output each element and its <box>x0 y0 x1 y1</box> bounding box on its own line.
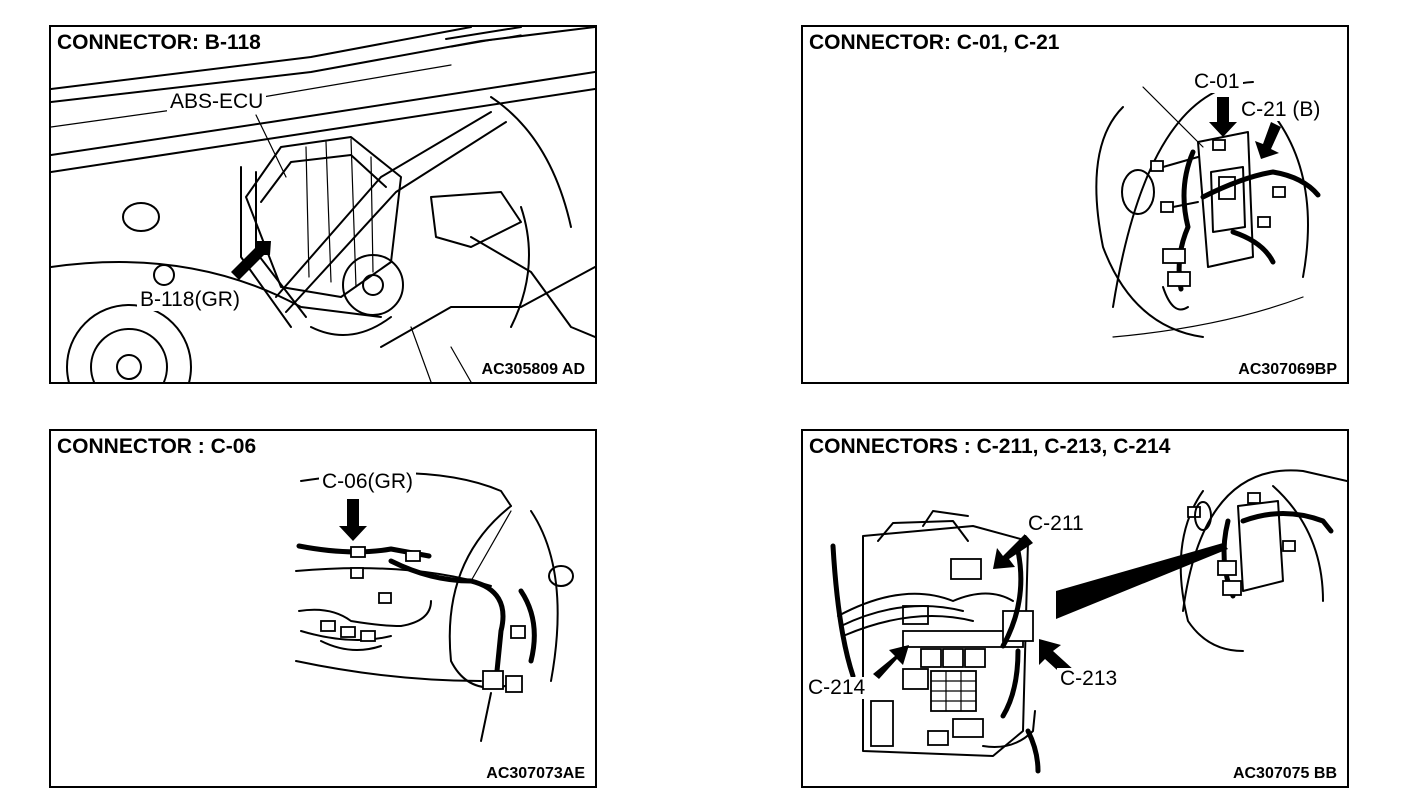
label-c21-b: C-21 (B) <box>1238 99 1324 121</box>
panel-title: CONNECTOR : C-06 <box>57 435 262 459</box>
label-c214: C-214 <box>805 677 869 699</box>
figure-code: AC307073AE <box>484 765 587 783</box>
instrument-panel-illustration <box>295 472 574 742</box>
label-c213: C-213 <box>1057 668 1121 690</box>
label-abs-ecu: ABS-ECU <box>167 91 267 113</box>
label-c211: C-211 <box>1025 513 1087 535</box>
panel-connector-b118: CONNECTOR: B-118 ABS-ECU B-118(GR) AC305… <box>49 25 597 384</box>
panel-connector-c01-c21: CONNECTOR: C-01, C-21 C-01 C-21 (B) AC30… <box>801 25 1349 384</box>
panel-title: CONNECTORS : C-211, C-213, C-214 <box>809 435 1176 459</box>
junction-block-illustration <box>830 469 1347 774</box>
label-c01: C-01 <box>1191 71 1243 93</box>
panel-title: CONNECTOR: B-118 <box>57 31 266 55</box>
engine-bay-illustration <box>51 27 595 382</box>
panel-connectors-c211-c213-c214: CONNECTORS : C-211, C-213, C-214 C-211 C… <box>801 429 1349 788</box>
panel-connector-c06: CONNECTOR : C-06 C-06(GR) AC307073AE <box>49 429 597 788</box>
label-b118-gr: B-118(GR) <box>137 289 243 311</box>
dash-wiring-illustration <box>1095 81 1321 338</box>
figure-code: AC305809 AD <box>479 361 587 379</box>
panel-title: CONNECTOR: C-01, C-21 <box>809 31 1065 55</box>
figure-code: AC307069BP <box>1236 361 1339 379</box>
label-c06-gr: C-06(GR) <box>319 471 417 493</box>
figure-code: AC307075 BB <box>1230 765 1339 783</box>
